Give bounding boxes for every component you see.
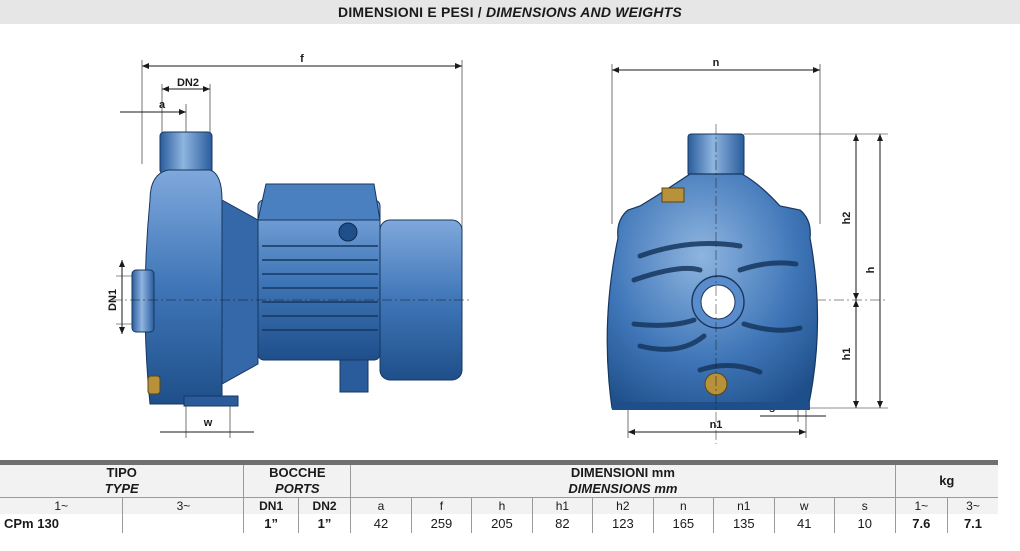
subheader-dim-h2: h2 (592, 497, 654, 514)
cell-model3 (122, 514, 244, 533)
table-row: CPm 130 1” 1” 42 259 205 82 123 165 135 … (0, 514, 998, 533)
dim-label-f: f (300, 53, 304, 65)
header-bocche: BOCCHE (243, 465, 351, 481)
header-type: TYPE (0, 481, 244, 498)
subheader-kg1: 1~ (894, 497, 948, 514)
cell-model: CPm 130 (4, 516, 59, 531)
header-dimensioni: DIMENSIONI mm (350, 465, 896, 481)
specs-table-region: TIPO BOCCHE DIMENSIONI mm kg TYPE PORTS … (0, 460, 1020, 551)
cell-dim-s: 10 (834, 514, 896, 533)
title-english: DIMENSIONS AND WEIGHTS (485, 4, 682, 20)
subheader-dim-w: w (773, 497, 835, 514)
specs-table: TIPO BOCCHE DIMENSIONI mm kg TYPE PORTS … (0, 465, 998, 533)
subheader-dn1: DN1 (243, 497, 299, 514)
cell-dn2: 1” (297, 514, 351, 533)
cell-kg1: 7.6 (894, 514, 948, 533)
header-kg: kg (894, 465, 998, 498)
cell-kg3: 7.1 (946, 514, 998, 533)
table-top-rule (0, 460, 998, 465)
dim-label-a: a (159, 99, 166, 111)
header-ports: PORTS (243, 481, 351, 498)
subheader-dim-f: f (410, 497, 472, 514)
subheader-dim-a: a (350, 497, 412, 514)
subheader-dim-h: h (471, 497, 533, 514)
cell-dim-h: 205 (471, 514, 533, 533)
cell-dim-f: 259 (410, 514, 472, 533)
dim-label-n: n (713, 57, 720, 69)
cell-dim-n: 165 (652, 514, 714, 533)
cell-dim-w: 41 (773, 514, 835, 533)
header-dimensions: DIMENSIONS mm (350, 481, 896, 498)
subheader-phase3: 3~ (122, 497, 244, 514)
subheader-phase1: 1~ (0, 497, 123, 514)
dim-label-h1: h1 (841, 348, 853, 361)
front-view: n h2 h1 h n1 s (606, 57, 888, 444)
side-view: f DN2 a DN1 w (107, 53, 470, 438)
cell-dn1: 1” (243, 514, 299, 533)
dim-label-w: w (203, 417, 213, 429)
cell-dim-a: 42 (350, 514, 412, 533)
dim-label-dn2: DN2 (177, 77, 199, 89)
title-separator: / (473, 4, 486, 20)
subheader-kg3: 3~ (946, 497, 998, 514)
subheader-dn2: DN2 (297, 497, 351, 514)
header-tipo: TIPO (0, 465, 244, 481)
subheader-dim-n: n (652, 497, 714, 514)
cell-dim-h2: 123 (592, 514, 654, 533)
section-title: DIMENSIONI E PESI / DIMENSIONS AND WEIGH… (0, 0, 1020, 24)
pump-drawing: f DN2 a DN1 w (107, 53, 888, 444)
cell-dim-h1: 82 (531, 514, 593, 533)
cell-dim-n1: 135 (713, 514, 775, 533)
dim-label-h2: h2 (841, 212, 853, 225)
title-italian: DIMENSIONI E PESI (338, 4, 474, 20)
subheader-dim-n1: n1 (713, 497, 775, 514)
subheader-dim-s: s (834, 497, 896, 514)
subheader-dim-h1: h1 (531, 497, 593, 514)
dim-label-h: h (865, 266, 877, 273)
